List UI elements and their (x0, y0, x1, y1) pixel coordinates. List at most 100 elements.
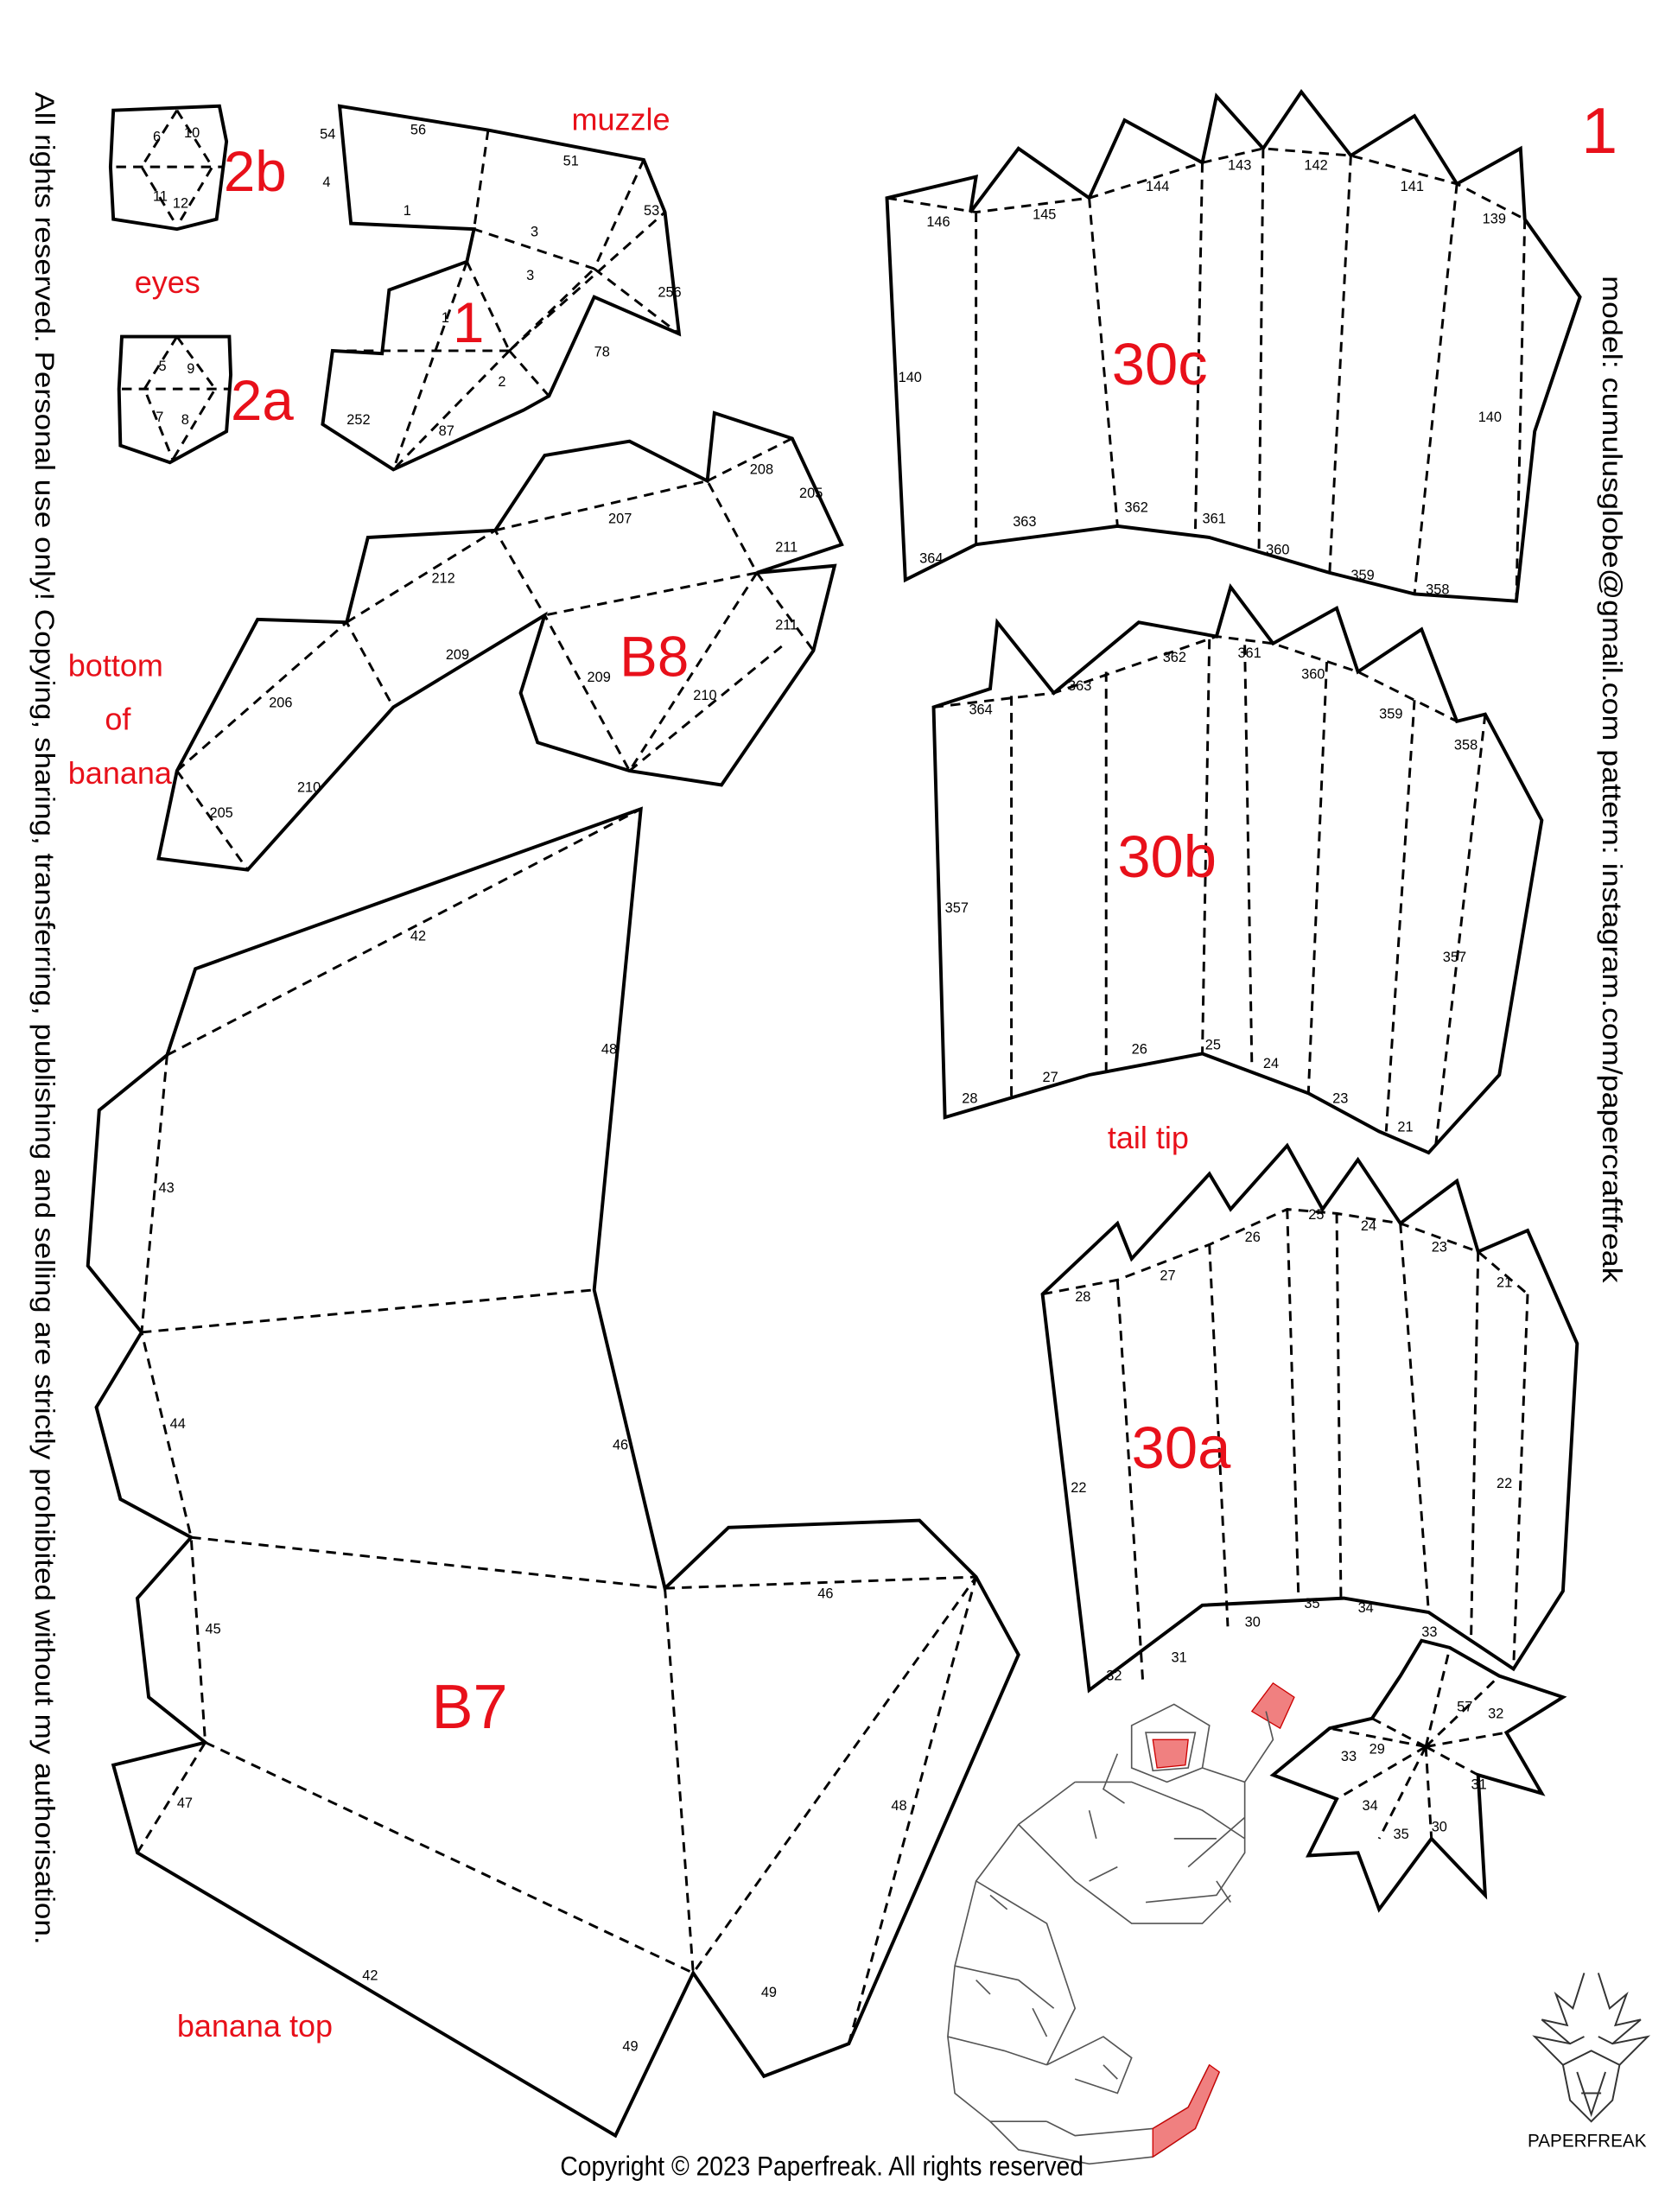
edge-number: 33 (1421, 1624, 1437, 1640)
edge-number: 142 (1304, 157, 1327, 173)
edge-number: 29 (1369, 1742, 1385, 1758)
edge-number: 208 (750, 461, 773, 477)
edge-number: 49 (761, 1985, 777, 2000)
edge-number: 144 (1146, 179, 1169, 194)
part-id-30a: 30a (1132, 1414, 1231, 1481)
edge-number: 360 (1301, 667, 1325, 683)
edge-number: 364 (919, 550, 943, 566)
edge-number: 42 (362, 1968, 378, 1984)
part-id-1: 1 (453, 291, 484, 354)
edge-number: 44 (170, 1416, 186, 1432)
edge-number: 45 (206, 1622, 221, 1637)
edge-number: 27 (1043, 1070, 1058, 1085)
edge-number: 54 (320, 126, 335, 142)
edge-number: 23 (1432, 1240, 1447, 1255)
edge-number: 23 (1332, 1091, 1348, 1107)
edge-number: 141 (1401, 179, 1424, 194)
edge-number: 24 (1361, 1218, 1376, 1234)
edge-number: 1 (404, 203, 411, 219)
edge-number: 3 (526, 268, 534, 283)
edge-number: 143 (1228, 157, 1251, 173)
edge-number: 358 (1454, 738, 1478, 753)
edge-number: 5 (159, 359, 167, 374)
part-id-2b: 2b (224, 140, 287, 203)
edge-number: 30 (1432, 1820, 1447, 1835)
model-credit: model: cumulusglobe@gmail.com pattern: i… (1597, 276, 1627, 1283)
edge-number: 357 (1443, 950, 1466, 965)
edge-number: 31 (1471, 1777, 1487, 1793)
edge-number: 357 (945, 900, 969, 916)
edge-number: 30 (1245, 1614, 1261, 1630)
edge-number: 2 (498, 374, 505, 390)
monkey-model-preview (947, 1681, 1295, 2165)
edge-number: 1 (442, 310, 449, 326)
tail-piece-30b (931, 582, 1544, 1155)
edge-number: 209 (446, 647, 469, 663)
edge-number: 205 (799, 486, 823, 501)
edge-number: 32 (1106, 1669, 1122, 1684)
edge-number: 364 (969, 702, 992, 718)
edge-number: 9 (187, 361, 194, 377)
banana-bottom-label-line1: bottom (68, 647, 163, 683)
edge-number: 21 (1397, 1119, 1413, 1135)
edge-number: 362 (1163, 650, 1186, 665)
tail-tip-label: tail tip (1108, 1120, 1189, 1155)
edge-number: 33 (1341, 1749, 1357, 1764)
part-id-30c: 30c (1112, 331, 1208, 397)
edge-number: 21 (1497, 1275, 1512, 1291)
edge-number: 48 (891, 1798, 906, 1814)
edge-number: 359 (1379, 707, 1402, 722)
edge-number: 209 (588, 670, 611, 685)
edge-number: 28 (1075, 1289, 1090, 1305)
edge-number: 359 (1350, 568, 1374, 583)
edge-number: 49 (622, 2038, 638, 2054)
edge-number: 207 (608, 512, 632, 527)
edge-number: 210 (693, 688, 716, 703)
edge-numbers: 6 10 11 12 5 9 7 8 54 56 51 4 1 3 53 256… (153, 122, 1512, 2054)
paperfreak-logo-text: PAPERFREAK (1528, 2131, 1646, 2152)
edge-number: 43 (159, 1180, 175, 1196)
edge-number: 87 (439, 423, 454, 439)
edge-number: 140 (899, 370, 922, 385)
banana-top-piece-B7 (86, 806, 1020, 2139)
banana-bottom-piece-B8 (156, 410, 844, 872)
edge-number: 35 (1394, 1827, 1409, 1842)
edge-number: 35 (1304, 1596, 1319, 1611)
muzzle-label: muzzle (572, 102, 670, 137)
tail-piece-30a (1040, 1142, 1579, 1694)
edge-number: 210 (297, 780, 321, 796)
edge-number: 51 (563, 154, 579, 169)
edge-number: 47 (177, 1796, 193, 1811)
banana-bottom-label-line2: of (105, 702, 131, 737)
copyright-footer: Copyright © 2023 Paperfreak. All rights … (560, 2151, 1084, 2181)
edge-number: 362 (1125, 500, 1148, 516)
edge-number: 53 (644, 203, 659, 219)
edge-number: 12 (173, 196, 188, 212)
edge-number: 358 (1426, 582, 1449, 597)
edge-number: 46 (613, 1438, 628, 1453)
part-id-30b: 30b (1117, 823, 1217, 890)
edge-number: 46 (817, 1586, 833, 1602)
part-id-B8: B8 (620, 625, 689, 688)
edge-number: 27 (1160, 1268, 1175, 1283)
eyes-label: eyes (135, 264, 200, 300)
edge-number: 206 (269, 695, 292, 710)
edge-number: 24 (1263, 1056, 1279, 1071)
edge-number: 146 (926, 214, 950, 230)
muzzle-piece (321, 104, 682, 472)
edge-number: 8 (181, 412, 189, 428)
edge-number: 211 (775, 617, 798, 632)
edge-number: 140 (1478, 410, 1502, 425)
edge-number: 139 (1483, 212, 1506, 227)
edge-number: 34 (1358, 1600, 1374, 1616)
part-id-B7: B7 (431, 1673, 507, 1742)
edge-number: 212 (431, 570, 454, 586)
edge-number: 31 (1172, 1649, 1187, 1665)
edge-number: 22 (1071, 1480, 1086, 1496)
edge-number: 3 (531, 224, 538, 239)
edge-number: 28 (962, 1091, 977, 1107)
banana-bottom-label-line3: banana (68, 755, 173, 791)
edge-number: 78 (594, 344, 610, 359)
